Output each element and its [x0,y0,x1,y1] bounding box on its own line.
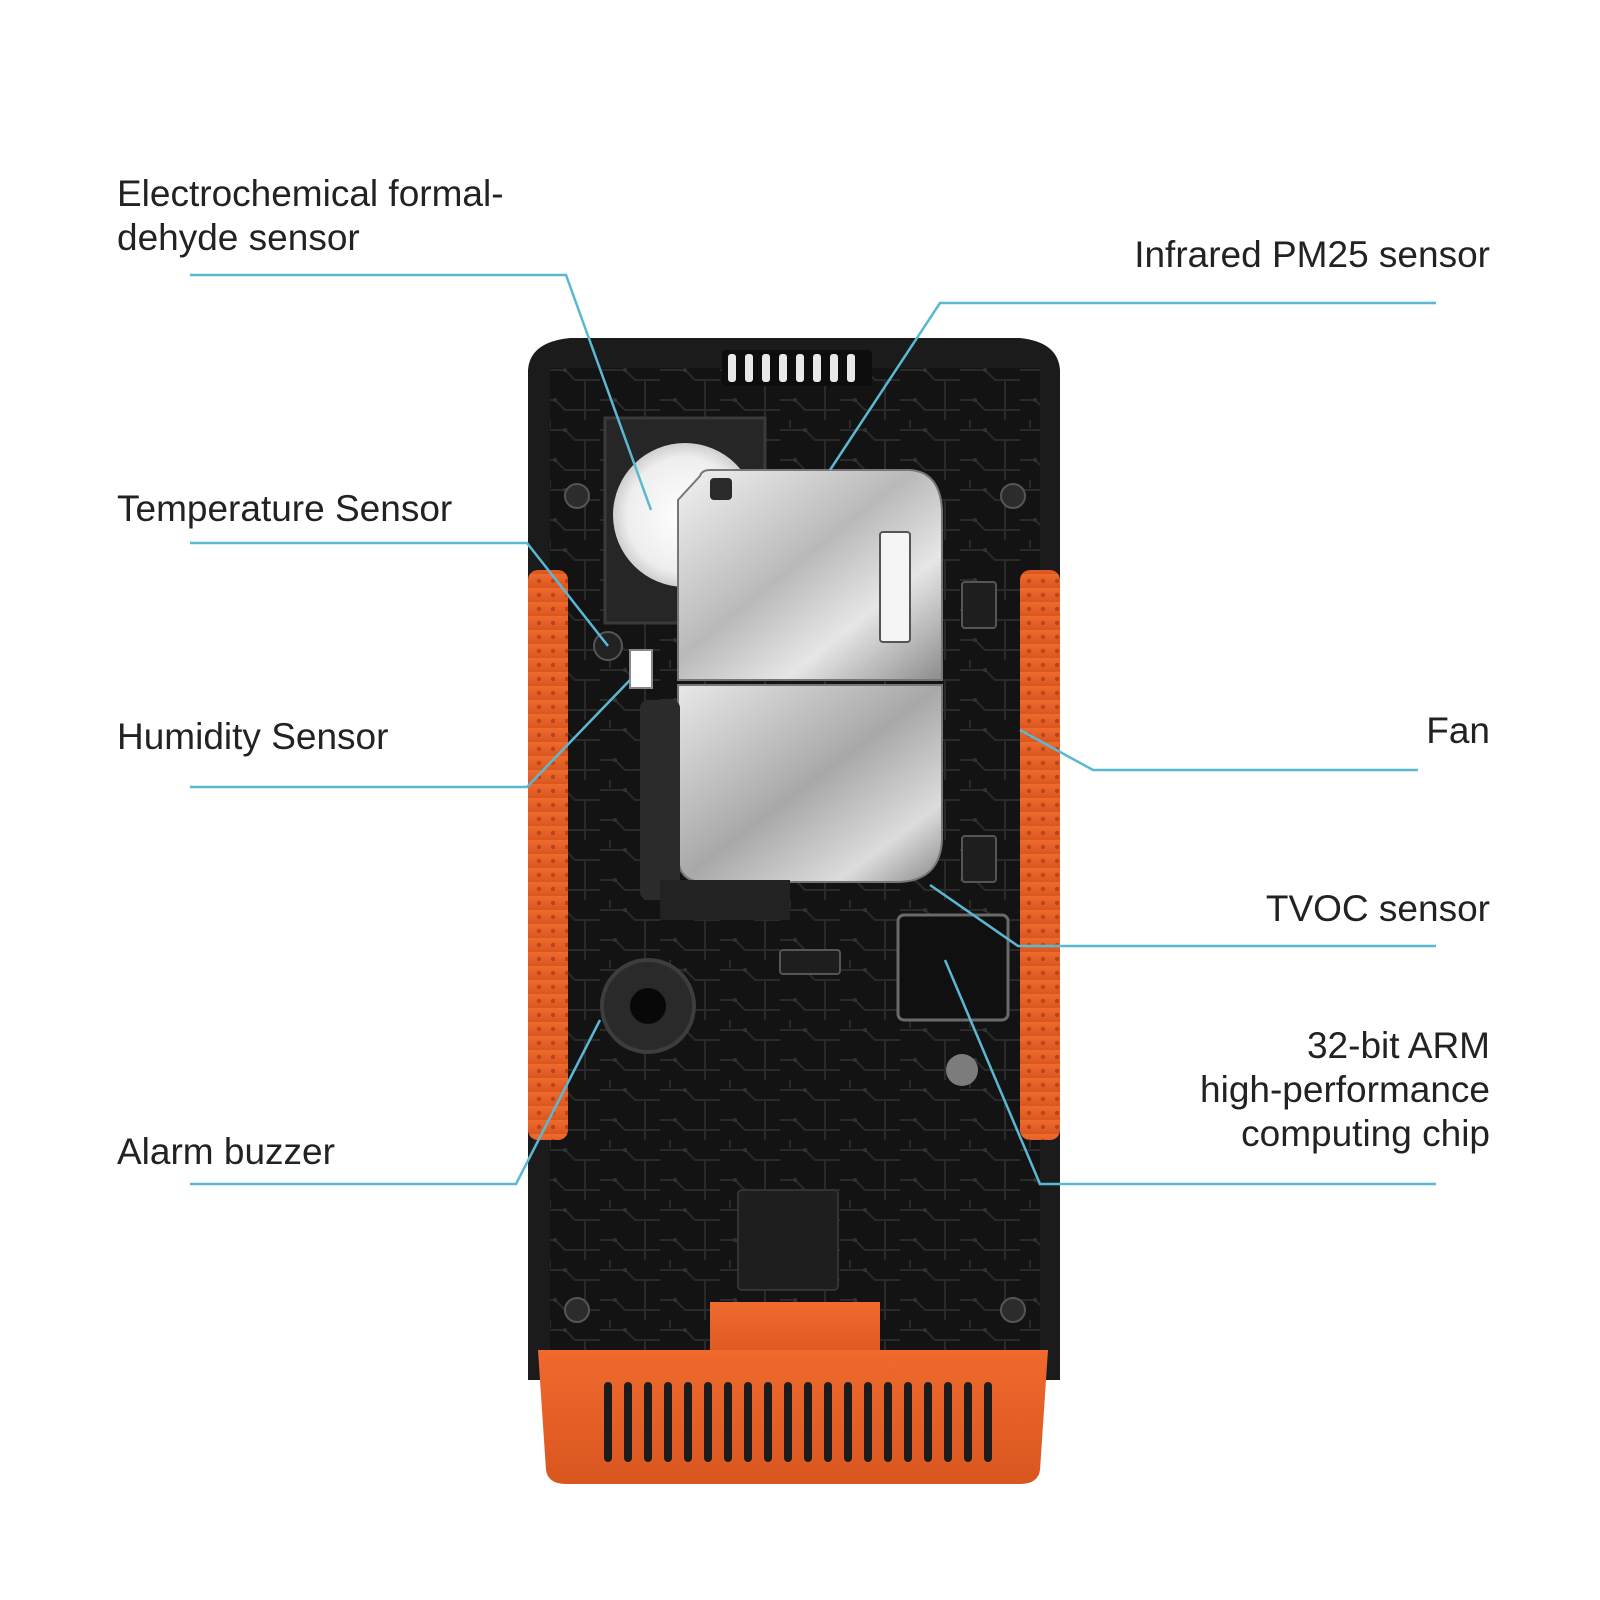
leader-line-alarm [190,1019,602,1186]
label-temperature-sensor: Temperature Sensor [117,488,453,529]
label-formaldehyde-sensor: Electrochemical formal- dehyde sensor [117,172,504,260]
label-alarm-buzzer: Alarm buzzer [117,1131,335,1172]
leader-line-formaldehyde [190,273,653,511]
contact-pad [737,1189,839,1291]
leader-line-arm [943,959,1436,1186]
side-grip-right [1020,570,1060,1140]
label-arm-line-1: 32-bit ARM [1306,1025,1490,1066]
leader-line-temperature [190,541,609,647]
leader-line-humidity [190,679,631,789]
screws [564,483,1026,1323]
label-tvoc-sensor: TVOC sensor [1265,888,1490,929]
label-humidity-sensor: Humidity Sensor [117,716,389,757]
label-pm25-sensor: Infrared PM25 sensor [1134,234,1490,275]
humidity-sensor-part [629,649,653,689]
leader-line-fan [1019,728,1418,772]
label-formaldehyde-line-1: Electrochemical formal- [117,173,504,214]
label-fan: Fan [1426,710,1490,751]
arm-chip [896,913,1010,1022]
side-grip-left [528,570,568,1140]
label-formaldehyde-line-2: dehyde sensor [117,217,360,258]
leader-line-tvoc [929,883,1436,948]
leader-line-pm25 [828,301,1436,471]
top-vent [722,350,872,386]
label-arm-line-2: high-performance [1200,1069,1490,1110]
orange-base [538,1302,1048,1484]
label-arm-chip: 32-bit ARM high-performance computing ch… [1200,1024,1490,1156]
small-chips [779,581,997,975]
leader-lines [190,273,1436,1186]
pm25-sensor [640,469,943,920]
alarm-buzzer-part [600,958,696,1054]
label-arm-line-3: computing chip [1241,1113,1490,1154]
capacitor [946,1054,978,1086]
